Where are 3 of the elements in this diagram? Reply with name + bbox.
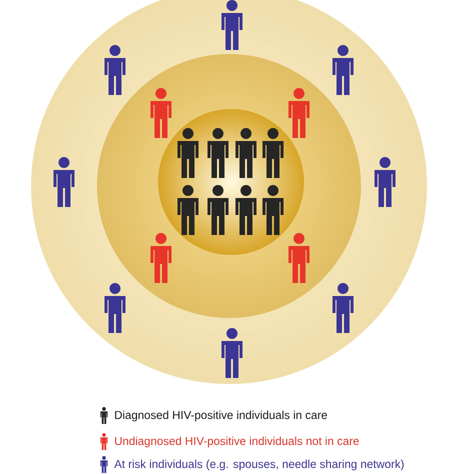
legend-label: Undiagnosed HIV-positive individuals not in care xyxy=(115,436,359,448)
legend-label: Diagnosed HIV-positive individuals in care xyxy=(115,410,327,422)
legend-label: At risk individuals (e.g. spouses, needle sharing network) xyxy=(114,460,404,470)
